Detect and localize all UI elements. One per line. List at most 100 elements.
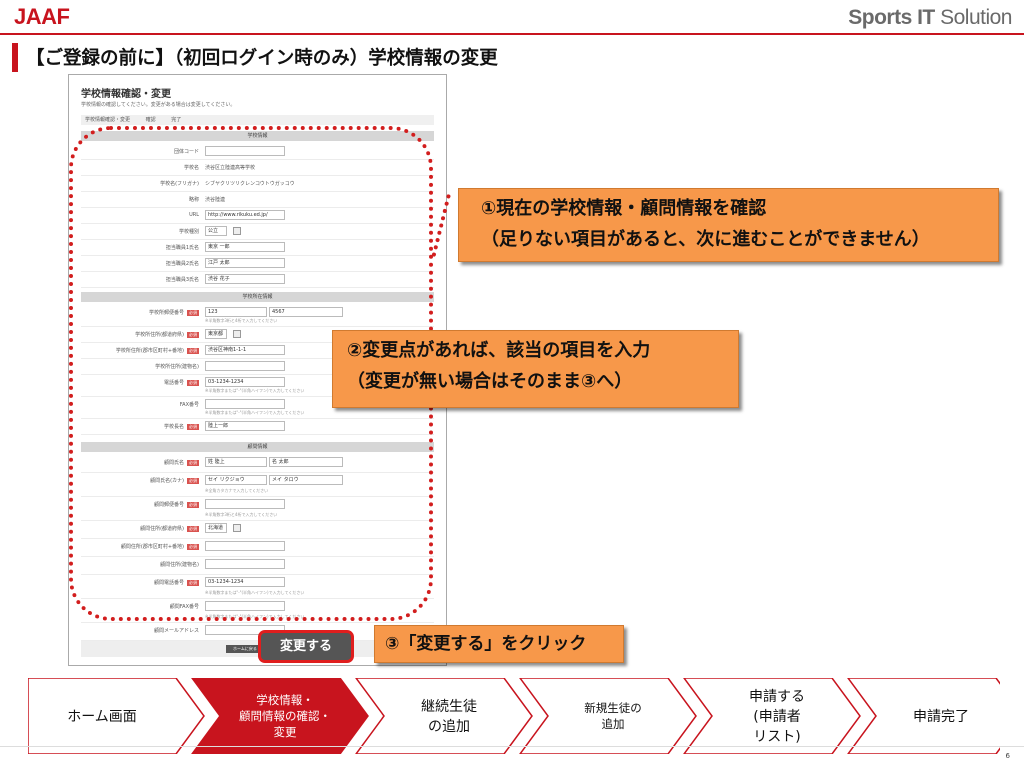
brand-logo: Sports IT Solution xyxy=(848,6,1012,30)
field-label: 学校所住所(都道府県)必須 xyxy=(81,331,199,338)
field-label: 顧問メールアドレス xyxy=(81,627,199,634)
field-label: 団体コード xyxy=(81,148,199,155)
flow-step-chevron xyxy=(519,678,697,754)
form-row: 担当職員2氏名江戸 太郎 xyxy=(81,255,434,272)
dropdown-arrow-icon[interactable] xyxy=(233,330,241,338)
field-label-text: 学校所住所(建物名) xyxy=(155,364,199,370)
required-badge: 必須 xyxy=(187,580,199,586)
field-label-text: 略称 xyxy=(188,197,199,203)
field-input[interactable] xyxy=(205,559,285,569)
form-row: FAX番号 ※半角数字または"-"(半角ハイフン)で入力してください xyxy=(81,396,434,419)
dropdown-arrow-icon[interactable] xyxy=(233,227,241,235)
field-input[interactable]: http://www.rikuku.ed.jp/ xyxy=(205,210,285,220)
field-input[interactable]: 東京 一郎 xyxy=(205,242,285,252)
home-button[interactable]: ホームに戻る xyxy=(226,645,264,653)
form-row: 担当職員3氏名渋谷 花子 xyxy=(81,271,434,288)
field-hint: ※半角数字または"-"(半角ハイフン)で入力してください xyxy=(205,388,305,393)
flow-step-text: 申請完了 xyxy=(913,709,969,725)
field-label: 学校名 xyxy=(81,164,199,171)
field-label-text: 担当職員1氏名 xyxy=(165,245,199,251)
section-advisor: 顧問情報 xyxy=(81,442,434,452)
field-label: 略称 xyxy=(81,196,199,203)
field-label-text: 学校種別 xyxy=(178,229,199,235)
required-badge: 必須 xyxy=(187,526,199,532)
form-row: 顧問FAX番号※半角数字または"-"(半角ハイフン)で入力してください xyxy=(81,598,434,623)
field-input[interactable]: 公立 xyxy=(205,226,227,236)
field-input-secondary[interactable]: 4567 xyxy=(269,307,343,317)
section-address: 学校所在情報 xyxy=(81,292,434,302)
flow-step-chevron xyxy=(28,678,205,754)
section-school: 学校情報 xyxy=(81,131,434,141)
change-button[interactable]: 変更する xyxy=(258,630,354,663)
field-input[interactable]: 03-1234-1234 xyxy=(205,577,285,587)
field-input[interactable]: 姓 陸上 xyxy=(205,457,267,467)
footer-divider xyxy=(0,746,1024,747)
callout-confirm-line1: ①現在の学校情報・顧問情報を確認 xyxy=(481,198,767,219)
form-row: 略称渋谷陸連 xyxy=(81,191,434,208)
header-divider xyxy=(0,33,1024,35)
flow-step-text: 学校情報・ 顧問情報の確認・ 変更 xyxy=(239,693,331,739)
field-label-text: 担当職員3氏名 xyxy=(165,277,199,283)
field-input[interactable]: 123 xyxy=(205,307,267,317)
required-badge: 必須 xyxy=(187,502,199,508)
field-input[interactable]: 東京都 xyxy=(205,329,227,339)
form-row: 学校名渋谷区立陸連高等学校 xyxy=(81,159,434,176)
field-input-secondary[interactable]: 名 太郎 xyxy=(269,457,343,467)
flow-step-text: 継続生徒 の追加 xyxy=(421,699,477,735)
field-input[interactable] xyxy=(205,399,285,409)
process-flow-arrows xyxy=(28,678,1000,754)
required-badge: 必須 xyxy=(187,310,199,316)
required-badge: 必須 xyxy=(187,424,199,430)
field-input-secondary[interactable]: メイ タロウ xyxy=(269,475,343,485)
field-input[interactable]: 北海道 xyxy=(205,523,227,533)
field-label-text: 電話番号 xyxy=(163,380,184,386)
field-input[interactable] xyxy=(205,601,285,611)
field-input[interactable]: 渋谷 花子 xyxy=(205,274,285,284)
field-label: 顧問住所(都道府県)必須 xyxy=(81,525,199,532)
required-badge: 必須 xyxy=(187,460,199,466)
form-description: 学校情報の確認してください。変更がある場合は変更してください。 xyxy=(81,102,236,108)
form-step: 学校情報確認・変更 xyxy=(85,117,131,123)
field-input[interactable] xyxy=(205,499,285,509)
field-hint: ※半角数字または"-"(半角ハイフン)で入力してください xyxy=(205,410,305,415)
form-row: 顧問住所(郡市区町村+番地)必須 xyxy=(81,538,434,557)
brand-bold: Sports IT xyxy=(848,6,935,29)
form-row: 顧問郵便番号必須 ※半角数字3桁と4桁で入力してください xyxy=(81,496,434,521)
field-input[interactable] xyxy=(205,146,285,156)
required-badge: 必須 xyxy=(187,380,199,386)
field-input[interactable]: 03-1234-1234 xyxy=(205,377,285,387)
field-input[interactable]: 陸上一郎 xyxy=(205,421,285,431)
form-row: 学校所住所(郡市区町村+番地)必須渋谷区神南1-1-1 xyxy=(81,342,434,359)
field-label-text: 顧問郵便番号 xyxy=(153,502,184,508)
form-steps: 学校情報確認・変更 確認 完了 xyxy=(81,115,434,125)
field-label: 顧問住所(郡市区町村+番地)必須 xyxy=(81,543,199,550)
flow-step-label: 新規生徒の 追加 xyxy=(548,678,678,754)
flow-step-text: ホーム画面 xyxy=(67,709,137,725)
flow-step-label: 申請完了 xyxy=(876,678,1006,754)
field-label-text: 担当職員2氏名 xyxy=(165,261,199,267)
field-label-text: 顧問住所(建物名) xyxy=(160,562,199,568)
field-label-text: FAX番号 xyxy=(179,402,199,408)
field-input[interactable]: 渋谷区神南1-1-1 xyxy=(205,345,285,355)
field-value: 渋谷陸連 xyxy=(205,197,226,203)
field-label-text: 学校所郵便番号 xyxy=(148,310,184,316)
field-label: 担当職員2氏名 xyxy=(81,260,199,267)
flow-step-chevron xyxy=(191,678,369,754)
field-label: URL xyxy=(81,212,199,218)
field-input[interactable] xyxy=(205,361,285,371)
dropdown-arrow-icon[interactable] xyxy=(233,524,241,532)
field-label: 電話番号必須 xyxy=(81,379,199,386)
field-input[interactable]: 江戸 太郎 xyxy=(205,258,285,268)
field-input[interactable]: セイ リクジョウ xyxy=(205,475,267,485)
field-value: シブヤクリツリクレンコウトウガッコウ xyxy=(205,181,295,187)
field-label: 顧問住所(建物名) xyxy=(81,561,199,568)
field-label-text: 顧問住所(郡市区町村+番地) xyxy=(120,544,184,550)
field-label-text: 学校名 xyxy=(183,165,199,171)
form-row: 学校種別公立 xyxy=(81,223,434,240)
field-input[interactable] xyxy=(205,541,285,551)
field-label: 学校種別 xyxy=(81,228,199,235)
field-hint: ※半角数字3桁と4桁で入力してください xyxy=(205,512,278,517)
form-row: 顧問氏名(カナ)必須セイ リクジョウメイ タロウ※全角カタカナで入力してください xyxy=(81,472,434,497)
form-row: URL http://www.rikuku.ed.jp/ xyxy=(81,207,434,224)
form-row: 学校所住所(都道府県)必須東京都 xyxy=(81,326,434,343)
